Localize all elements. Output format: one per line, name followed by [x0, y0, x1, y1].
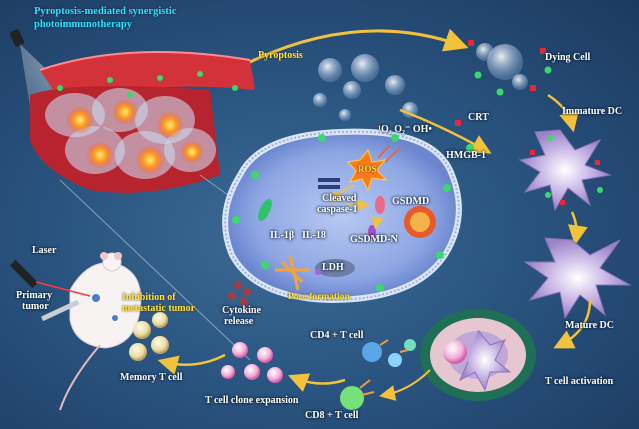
primary-tumor-line-2: tumor [22, 301, 49, 312]
arrow-to-mature-dc [568, 211, 588, 246]
cytokine-line-2: release [224, 316, 254, 327]
lymph-node [420, 309, 536, 401]
cd8-t-cell-label: CD8 + T cell [305, 410, 359, 421]
pyroptotic-bubbles [313, 54, 418, 121]
arrow-to-expansion [288, 373, 346, 392]
mature-dc-label: Mature DC [565, 320, 614, 331]
gsdmd-label: GSDMD [392, 196, 430, 207]
hmgb1-label: HMGB-1 [446, 150, 486, 161]
t-cell-clone-expansion-label: T cell clone expansion [205, 395, 299, 406]
immature-dc-cell [518, 129, 612, 212]
pyroptosis-label: Pyroptosis [258, 50, 303, 61]
arrow-damp-release [399, 108, 492, 154]
cd4-t-cell-label: CD4 + T cell [310, 330, 364, 341]
inhibition-line-2: metastatic tumor [122, 303, 196, 314]
t-cell-clones [221, 342, 283, 383]
memory-t-cells [129, 312, 169, 361]
tumor-tissue [30, 51, 255, 193]
memory-t-cell-label: Memory T cell [120, 372, 183, 383]
primary-tumor-line-1: Primary [16, 290, 53, 301]
mature-dc-cell [523, 237, 632, 320]
ros-label: ROS [358, 164, 377, 174]
tumor-cell [222, 128, 462, 304]
dying-cell [468, 40, 552, 96]
cd-t-cells [340, 339, 416, 410]
cleaved-line-2: caspase-1 [317, 204, 358, 215]
immature-dc-label: Immature DC [562, 106, 623, 117]
cleaved-line-1: Cleaved [322, 193, 357, 204]
title-line-2: photoimmunotherapy [34, 19, 133, 30]
arrow-to-activation [553, 299, 592, 349]
crt-label: CRT [468, 112, 489, 123]
t-cell-activation-label: T cell activation [545, 376, 614, 387]
gsdmdn-label: GSDMD-N [350, 234, 398, 245]
arrow-from-activation [379, 369, 431, 401]
arrow-to-immature-dc [547, 93, 579, 133]
cytokine-particles [228, 281, 251, 306]
cytokine-line-1: Cytokine [222, 305, 261, 316]
ldh-label: LDH [322, 262, 344, 273]
pore-formation-label: Pore formation [288, 292, 350, 302]
mouse [9, 252, 142, 411]
ros-species-label: ¹O₂ O₂⁻ OH• [378, 124, 432, 135]
dying-cell-label: Dying Cell [545, 52, 591, 63]
il18-label: IL-18 [302, 230, 326, 241]
arrow-to-memory [157, 353, 226, 375]
hmgb1-marker [466, 144, 474, 152]
laser-label: Laser [32, 245, 57, 256]
title-line-1: Pyroptosis-mediated synergistic [34, 6, 177, 17]
il1b-label: IL-1β [270, 230, 295, 241]
crt-marker [455, 120, 461, 126]
inhibition-line-1: Inhibition of [122, 292, 176, 303]
arrow-pyroptosis [249, 28, 469, 64]
